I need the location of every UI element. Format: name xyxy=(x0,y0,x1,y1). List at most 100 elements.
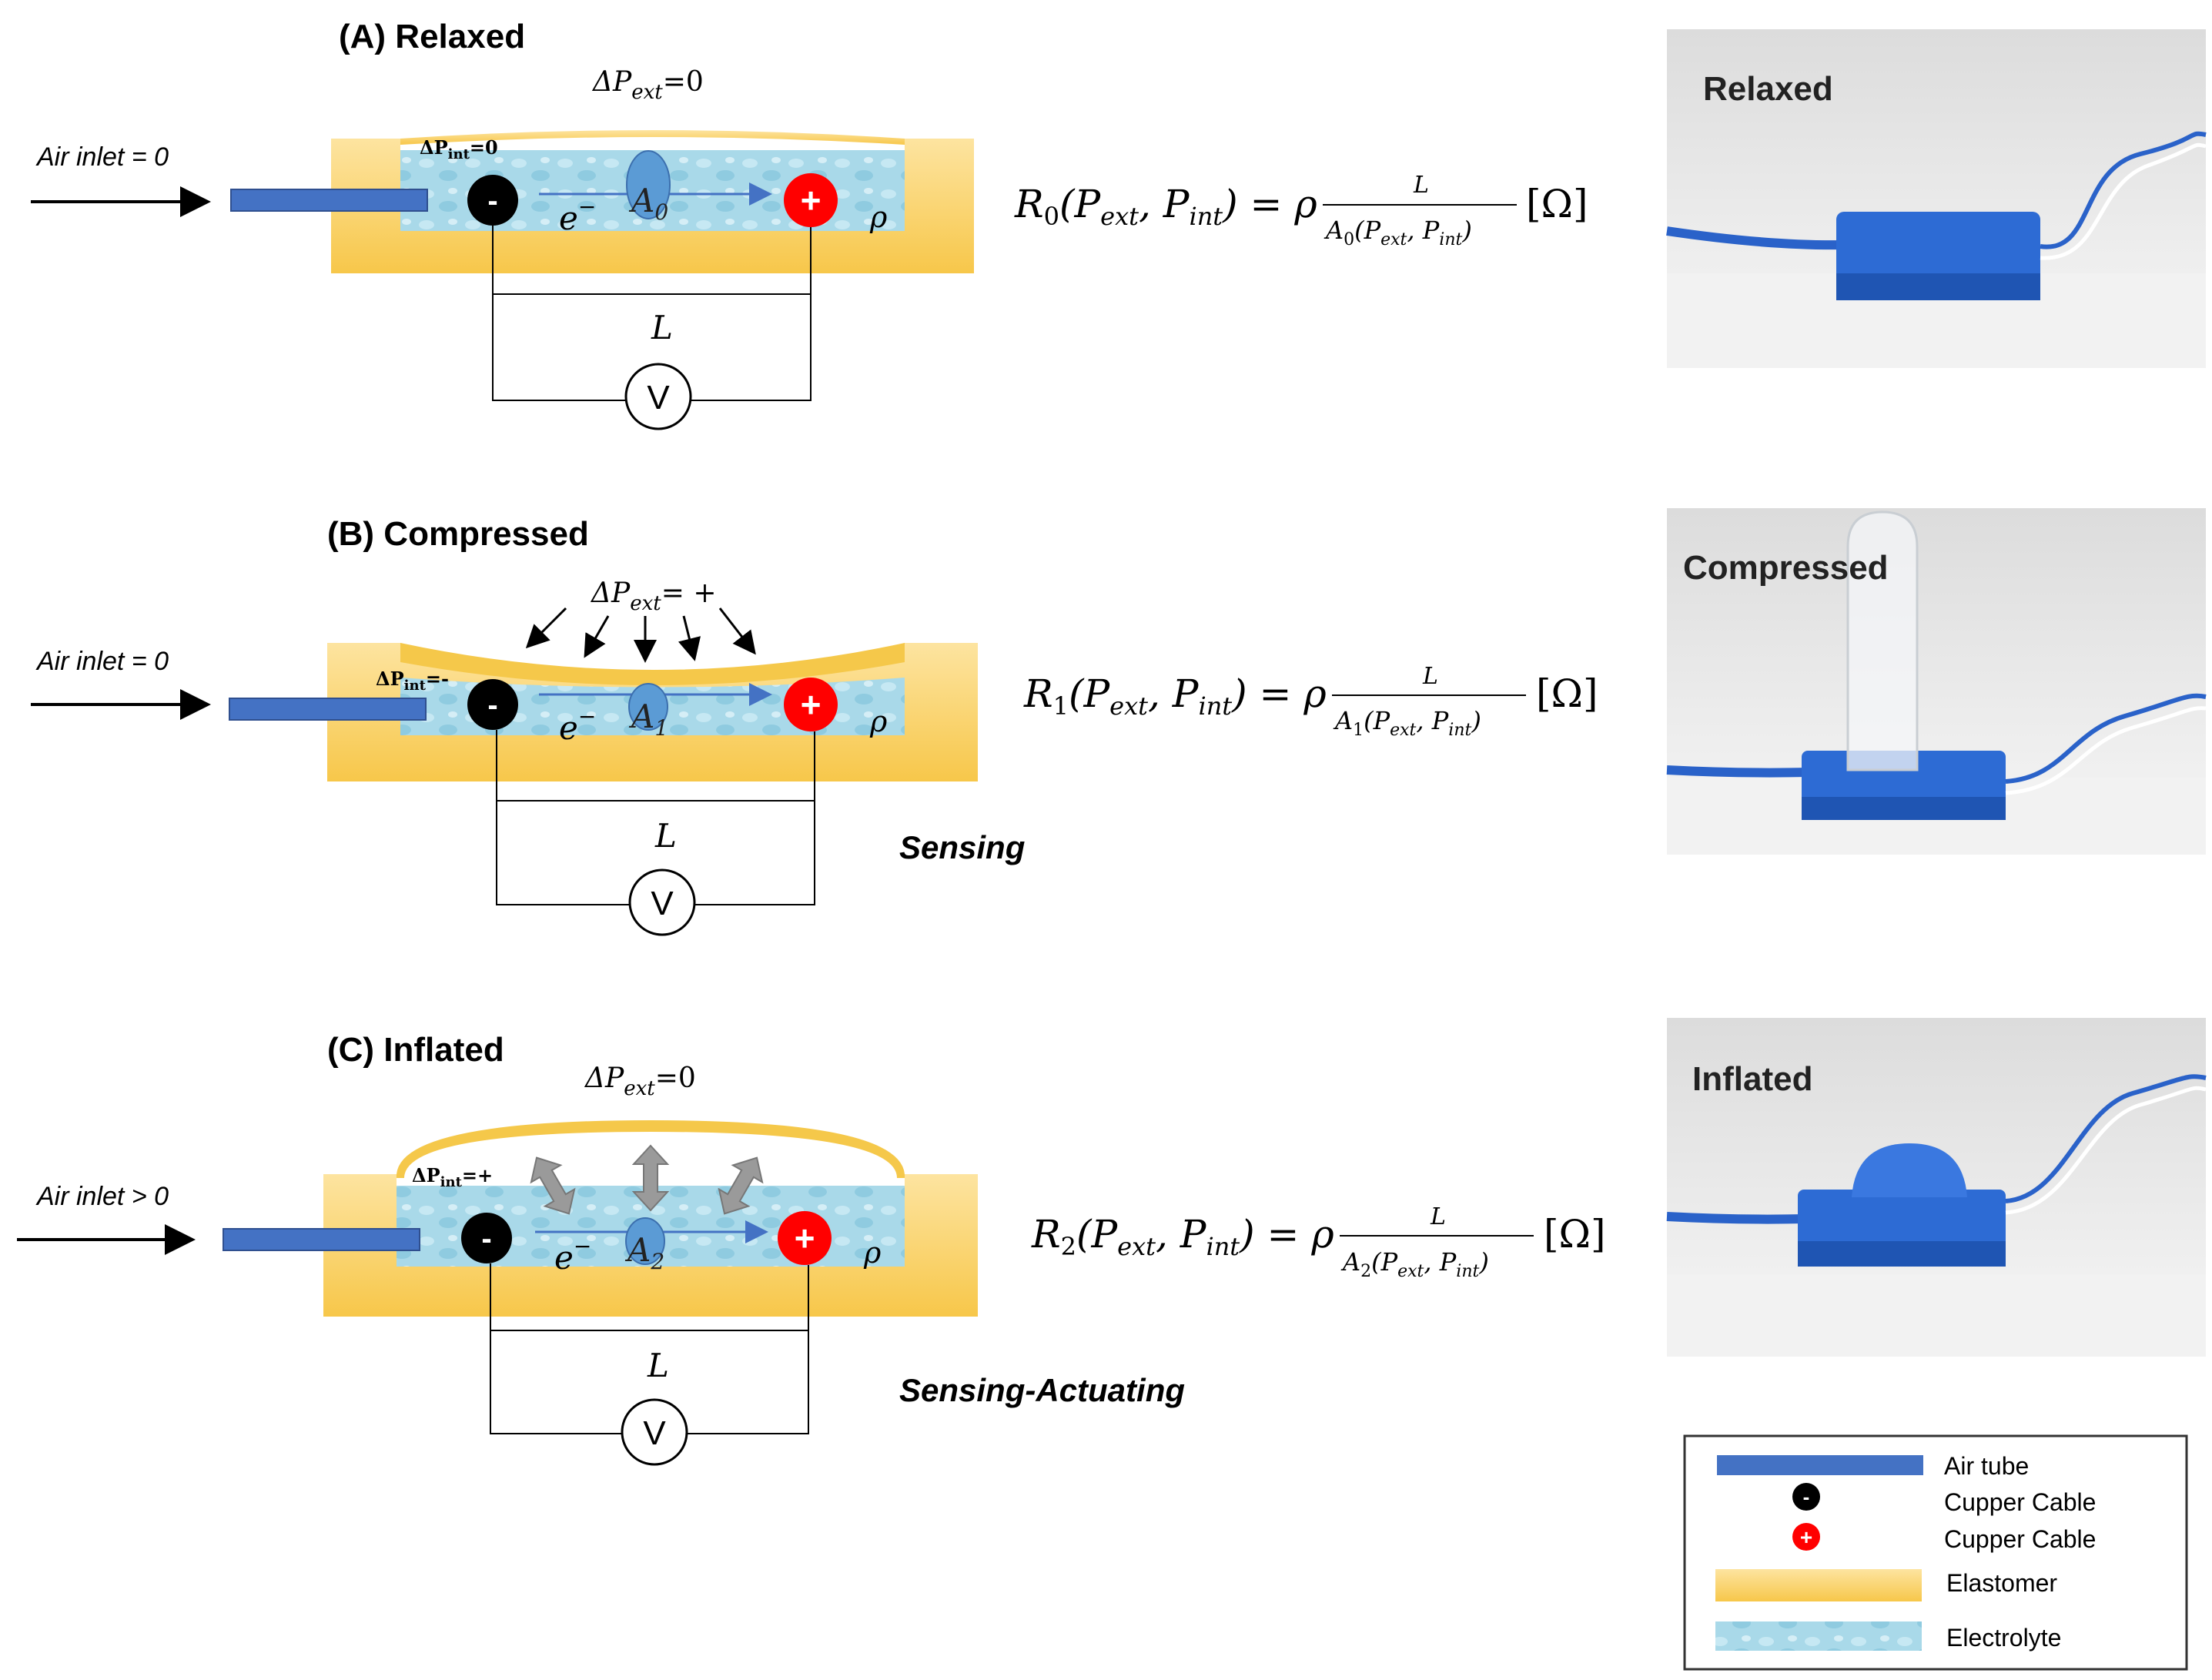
panel-c-eq-numerator: L xyxy=(1430,1203,1446,1230)
legend-cable-pos-label: Cupper Cable xyxy=(1944,1525,2096,1553)
panel-c-eq-unit: [Ω] xyxy=(1544,1212,1605,1257)
panel-c-rho: ρ xyxy=(863,1236,882,1270)
panel-b-equation: R1(Pext, Pint) = ρ L A1(Pext, Pint) [Ω] xyxy=(1023,663,1598,740)
panel-b-area-label: A1 xyxy=(628,698,668,741)
panel-c-eq-lhs: R2(Pext, Pint) = ρ xyxy=(1031,1212,1334,1261)
panel-a-photo-tube xyxy=(1666,226,1849,250)
panel-c-dp-ext: ΔPext=0 xyxy=(584,1063,696,1100)
legend-elastomer-swatch xyxy=(1715,1569,1922,1601)
panel-b-photo-test-tube xyxy=(1846,510,1919,771)
panel-c-photo-table xyxy=(1667,1274,2206,1357)
panel-b-electron-label: e− xyxy=(559,704,596,747)
panel-c-elastomer xyxy=(323,1174,978,1317)
panel-b-pressure-arrows xyxy=(525,607,756,663)
panel-a-area-label: A0 xyxy=(628,182,668,225)
panel-b-dp-int: ΔPint=- xyxy=(376,668,449,694)
panel-a-negative-electrode xyxy=(467,175,518,226)
panel-b-eq-lhs: R1(Pext, Pint) = ρ xyxy=(1023,671,1327,721)
panel-b-membrane xyxy=(400,643,905,685)
panel-a-photo-wire-white xyxy=(2040,142,2207,260)
panel-b-area-ellipse xyxy=(628,683,668,731)
legend-air-tube-label: Air tube xyxy=(1944,1452,2029,1480)
panel-b-eq-unit: [Ω] xyxy=(1536,671,1598,716)
panel-c-neg-sign: - xyxy=(481,1222,491,1256)
panel-b-pos-sign: + xyxy=(801,684,822,725)
panel-c-eq-denominator: A2(Pext, Pint) xyxy=(1340,1247,1489,1281)
panel-b-photo-tube xyxy=(1666,765,1810,778)
panel-c-photo-wire-white xyxy=(2005,1086,2207,1215)
panel-c-area-label: A2 xyxy=(624,1231,664,1274)
panel-a: (A) Relaxed Air inlet = 0 ΔPext=0 ΔPint=… xyxy=(31,18,2207,430)
panel-b-air-tube xyxy=(229,698,427,721)
panel-a-area-ellipse xyxy=(626,150,671,219)
panel-a-dp-int: ΔPint=0 xyxy=(420,136,498,162)
legend-positive-swatch xyxy=(1792,1523,1820,1551)
panel-a-dp-ext: ΔPext=0 xyxy=(591,66,704,104)
panel-a-photo-label: Relaxed xyxy=(1703,70,1833,108)
panel-a-electron-label: e− xyxy=(559,194,596,237)
panel-b-photo-label: Compressed xyxy=(1683,549,1889,587)
pressure-arrow xyxy=(678,615,701,661)
panel-b-air-inlet-label: Air inlet = 0 xyxy=(35,647,169,676)
panel-b-photo-wire-blue xyxy=(2005,693,2207,784)
panel-c-negative-electrode xyxy=(461,1213,512,1263)
panel-c-equation: R2(Pext, Pint) = ρ L A2(Pext, Pint) [Ω] xyxy=(1031,1203,1605,1281)
panel-a-photo-device-base xyxy=(1836,273,2040,300)
panel-a-air-inlet-label: Air inlet = 0 xyxy=(35,142,169,172)
panel-a-circuit-wire xyxy=(492,226,812,401)
panel-a-pos-sign: + xyxy=(801,180,822,220)
panel-c-title: (C) Inflated xyxy=(327,1031,504,1069)
legend-neg-symbol: - xyxy=(1803,1485,1810,1508)
panel-c-photo-bubble xyxy=(1852,1143,1967,1197)
panel-a-voltmeter xyxy=(624,363,692,430)
panel-b-neg-sign: - xyxy=(487,688,497,722)
panel-c-electron-label: e− xyxy=(554,1233,591,1277)
panel-a-elastomer xyxy=(331,139,974,273)
panel-c-air-inlet-label: Air inlet > 0 xyxy=(35,1182,169,1211)
panel-a-air-tube xyxy=(230,189,428,212)
legend-air-tube-swatch xyxy=(1717,1455,1923,1475)
panel-b-eq-numerator: L xyxy=(1422,663,1438,690)
panel-b-positive-electrode xyxy=(784,678,838,731)
panel-a-eq-lhs: R0(Pext, Pint) = ρ xyxy=(1014,182,1317,231)
legend-electrolyte-label: Electrolyte xyxy=(1946,1624,2061,1652)
pressure-arrow xyxy=(525,607,567,649)
panel-a-length-label: L xyxy=(651,309,673,346)
panel-b-dp-ext: ΔPext= + xyxy=(590,577,717,615)
panel-b-eq-denominator: A1(Pext, Pint) xyxy=(1333,706,1481,740)
legend-negative-swatch xyxy=(1792,1483,1820,1511)
panel-c-voltmeter-label: V xyxy=(643,1414,666,1452)
panel-a-eq-denominator: A0(Pext, Pint) xyxy=(1324,216,1472,249)
panel-c-photo-label: Inflated xyxy=(1692,1060,1812,1098)
legend-cable-neg-label: Cupper Cable xyxy=(1944,1488,2096,1516)
panel-a-photo: Relaxed xyxy=(1666,29,2207,368)
panel-c-circuit-wire xyxy=(490,1263,809,1434)
panel-b-rho: ρ xyxy=(869,704,888,738)
panel-b-photo-wire-white xyxy=(2005,706,2207,795)
panel-c-voltmeter xyxy=(621,1398,688,1466)
panel-a-photo-wire-blue xyxy=(2040,131,2207,249)
pressure-arrow xyxy=(584,615,610,658)
panel-c-mode-label: Sensing-Actuating xyxy=(899,1372,1185,1408)
panel-b-photo: Compressed xyxy=(1666,508,2207,855)
panel-a-membrane xyxy=(400,130,905,145)
panel-a-eq-numerator: L xyxy=(1413,172,1429,199)
panel-c-photo: Inflated xyxy=(1666,1018,2207,1357)
panel-c: (C) Inflated Air inlet > 0 ΔPext=0 ΔPint… xyxy=(17,1018,2207,1466)
panel-b-mode-label: Sensing xyxy=(899,829,1025,865)
panel-b-photo-device-base xyxy=(1802,797,2006,820)
panel-b: (B) Compressed Air inlet = 0 ΔPext= + ΔP… xyxy=(31,508,2207,936)
panel-c-photo-tube xyxy=(1666,1212,1806,1224)
panel-a-positive-electrode xyxy=(784,173,838,227)
panel-a-voltmeter-label: V xyxy=(647,379,670,417)
panel-c-membrane xyxy=(396,1120,905,1178)
panel-b-voltmeter xyxy=(628,868,696,936)
panel-b-circuit-wire xyxy=(496,730,815,905)
panel-c-photo-device-base xyxy=(1798,1241,2006,1267)
panel-a-equation: R0(Pext, Pint) = ρ L A0(Pext, Pint) [Ω] xyxy=(1014,172,1588,249)
panel-b-voltmeter-label: V xyxy=(651,885,674,922)
panel-a-neg-sign: - xyxy=(487,184,497,218)
panel-c-air-tube xyxy=(223,1228,420,1251)
